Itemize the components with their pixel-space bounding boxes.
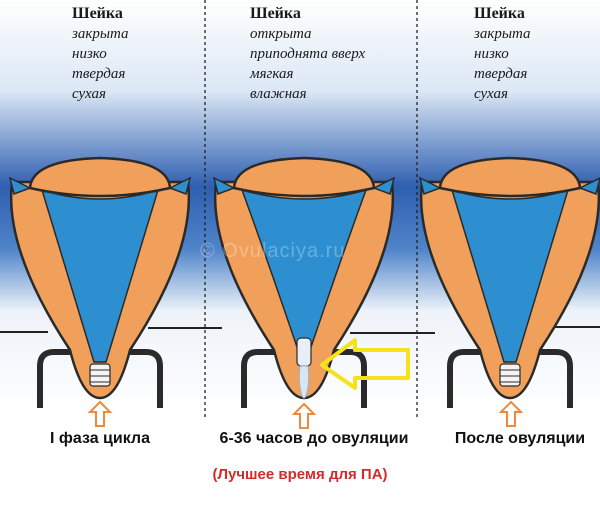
panel-1-line: сухая [72,86,106,102]
cervix-canal [499,363,521,387]
uterus-ovulation [212,156,396,408]
support-left [447,349,490,408]
uterus-post-ovulation [418,156,600,408]
uterus-phase1 [8,156,192,408]
best-time-note: (Лучшее время для ПА) [212,466,388,483]
cervix-folds [500,369,520,383]
up-arrow-icon [498,400,524,427]
panel-3-text: Шейка закрыта низко твердая сухая [474,4,531,104]
tube-left [212,176,236,195]
fundus-cap [232,156,376,198]
panel-2-line: приподнята вверх [250,46,366,62]
tube-left [418,176,442,195]
support-right [324,349,367,408]
cervix-canal [89,363,111,387]
watermark: © Ovulaciya.ru [200,240,346,262]
tube-left [8,176,32,195]
panel-3-title: Шейка [474,5,525,22]
panel-1-title: Шейка [72,5,123,22]
caption-phase1: I фаза цикла [49,430,150,447]
fundus-cap [28,156,172,198]
support-left [37,349,80,408]
panel-2-text: Шейка открыта приподнята вверх мягкая вл… [250,4,365,104]
caption-post-ovulation: После овуляции [454,430,586,447]
uterine-cavity [450,188,570,363]
uterine-cavity [240,188,368,351]
support-right [120,349,163,408]
panel-3-line: низко [474,46,509,62]
panel-1-line: закрыта [72,26,129,42]
panel-3-line: сухая [474,86,508,102]
uterine-cavity [40,188,160,363]
panel-2-line: открыта [250,26,312,42]
cervix-canal [296,337,312,367]
tube-right [372,176,396,195]
panel-3-line: закрыта [474,26,531,42]
panel-1-line: твердая [72,66,126,82]
panel-1-line: низко [72,46,107,62]
fundus-cap [438,156,582,198]
panel-2-line: влажная [250,86,307,102]
up-arrow-icon [291,402,317,429]
discharge-drop [298,365,310,399]
tube-right [168,176,192,195]
cervix-folds [90,369,110,383]
support-right [530,349,573,408]
panel-1-text: Шейка закрыта низко твердая сухая [72,4,129,104]
tube-right [578,177,600,195]
yellow-arrow-icon [320,338,410,390]
support-left [241,349,284,408]
caption-ovulation: 6-36 часов до овуляции [219,430,409,447]
panel-2-title: Шейка [250,5,301,22]
up-arrow-icon [87,400,113,427]
panel-3-line: твердая [474,66,528,82]
panel-2-line: мягкая [250,66,294,82]
